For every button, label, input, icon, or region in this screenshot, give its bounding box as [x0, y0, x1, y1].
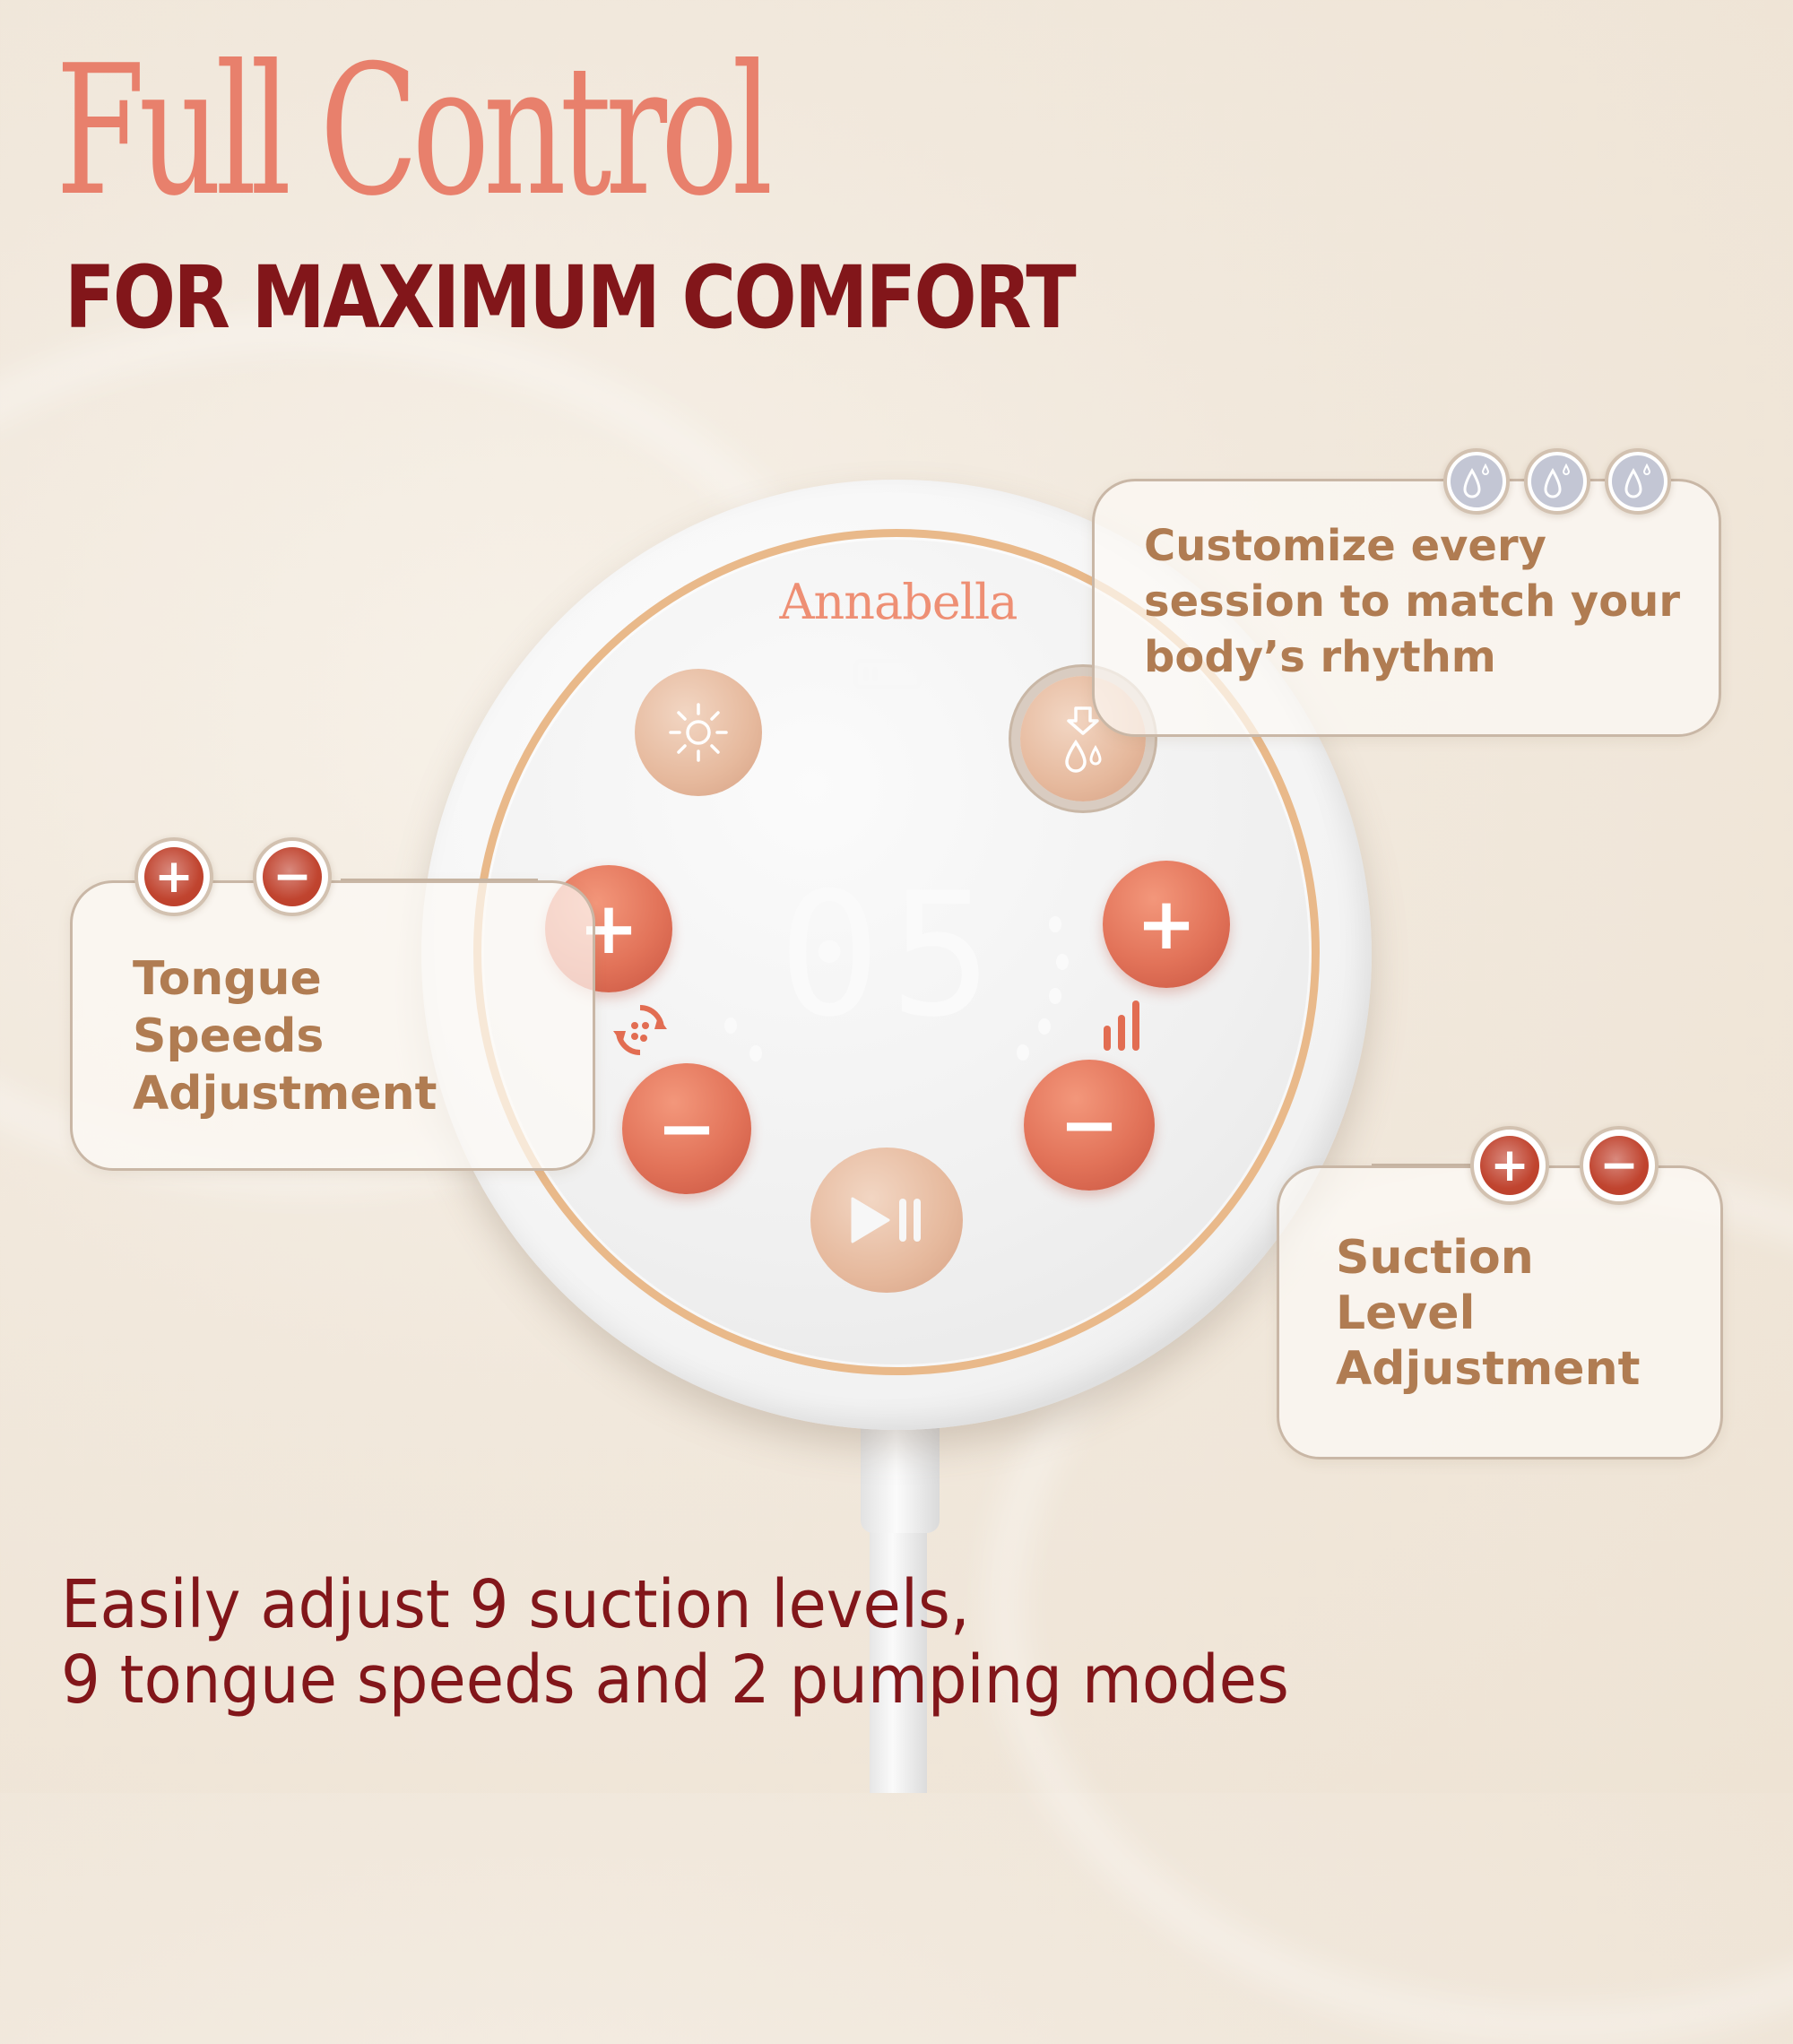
- suction-minus-button[interactable]: −: [1024, 1060, 1155, 1191]
- mode-drop-button-3: [1605, 448, 1671, 515]
- signal-bars-icon: [1104, 1000, 1139, 1051]
- tongue-speed-callout: [70, 880, 595, 1171]
- cycle-icon: [613, 1005, 667, 1055]
- page-title: Full Control: [56, 27, 773, 236]
- indicator-dot: [1049, 988, 1061, 1004]
- suction-level-callout-text: Suction Level Adjustment: [1336, 1231, 1641, 1396]
- suction-plus-button[interactable]: +: [1103, 861, 1230, 988]
- display-readout: 05: [778, 856, 1001, 1054]
- drop-icon: [1624, 463, 1651, 498]
- plus-icon: +: [1136, 882, 1197, 966]
- tongue-minus-badge: −: [253, 837, 332, 916]
- feature-summary-line-1: Easily adjust 9 suction levels,: [61, 1566, 970, 1643]
- plus-icon: +: [154, 850, 194, 904]
- indicator-dot: [1017, 1044, 1029, 1061]
- brand-logo: Annabella: [779, 574, 1018, 630]
- minus-icon: −: [656, 1087, 717, 1170]
- mode-drop-button-2: [1524, 448, 1590, 515]
- minus-icon: −: [1059, 1083, 1120, 1166]
- tongue-callout-connector: [341, 879, 538, 881]
- suction-callout-connector: [1372, 1164, 1488, 1166]
- indicator-dot: [724, 1018, 737, 1034]
- pumping-modes-callout-text: Customize every session to match your bo…: [1144, 521, 1681, 682]
- drop-mode-icon: [1065, 706, 1102, 773]
- indicator-dot: [1038, 1018, 1051, 1035]
- minus-icon: −: [1599, 1139, 1639, 1192]
- mode-drop-button-1: [1443, 448, 1510, 515]
- tongue-speed-minus-button[interactable]: −: [622, 1063, 751, 1194]
- pumping-modes-callout: [1092, 479, 1721, 737]
- sun-icon: [669, 703, 728, 762]
- indicator-dot: [1056, 954, 1069, 970]
- drop-icon: [1463, 463, 1490, 498]
- play-pause-icon: [851, 1197, 921, 1243]
- tongue-plus-badge: +: [134, 837, 213, 916]
- tongue-speed-callout-text: Tongue Speeds Adjustment: [133, 952, 437, 1121]
- indicator-dot: [749, 1045, 762, 1061]
- suction-level-callout: [1277, 1165, 1723, 1459]
- indicator-dot: [1049, 916, 1061, 932]
- play-pause-button[interactable]: [810, 1148, 963, 1293]
- drop-icon: [1544, 463, 1571, 498]
- suction-minus-badge: −: [1580, 1126, 1659, 1205]
- page-subtitle: FOR MAXIMUM COMFORT: [65, 247, 1077, 348]
- plus-icon: +: [1490, 1139, 1529, 1192]
- feature-summary-line-2: 9 tongue speeds and 2 pumping modes: [61, 1641, 1289, 1719]
- light-button[interactable]: [635, 669, 762, 796]
- battery-low-icon: [853, 659, 927, 689]
- suction-plus-badge: +: [1470, 1126, 1549, 1205]
- minus-icon: −: [273, 850, 312, 904]
- feature-summary: Easily adjust 9 suction levels, 9 tongue…: [61, 1567, 1289, 1718]
